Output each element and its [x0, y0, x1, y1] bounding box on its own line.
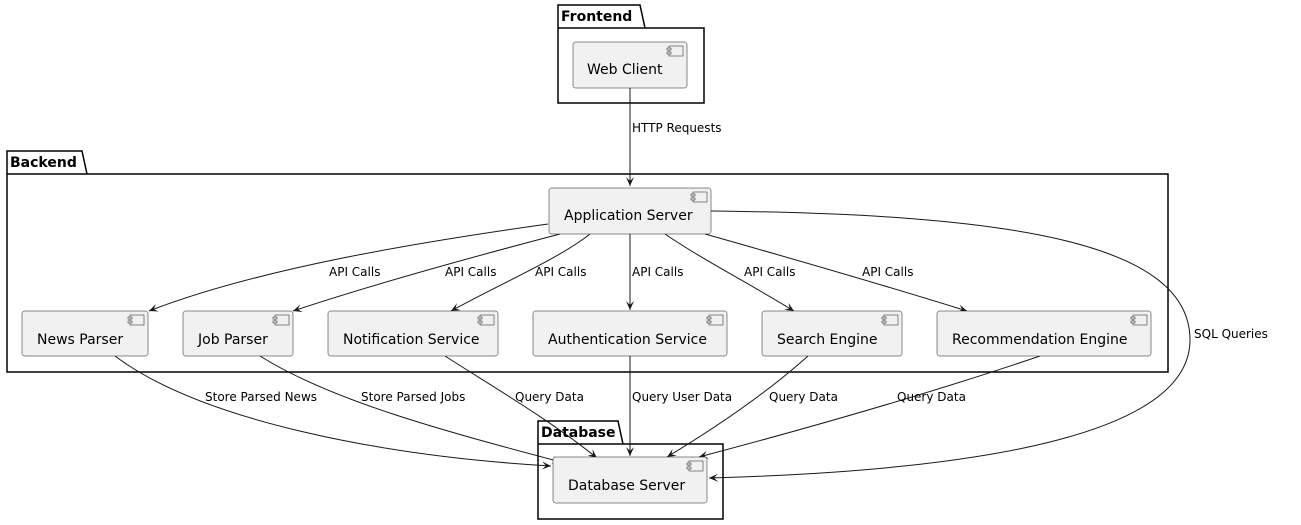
component-application-server-label: Application Server: [564, 208, 693, 224]
component-icon: [666, 45, 684, 57]
package-backend: Backend: [6, 150, 1169, 373]
component-web-client-label: Web Client: [587, 62, 663, 78]
component-icon: [686, 460, 704, 472]
component-recommendation-engine-label: Recommendation Engine: [952, 332, 1127, 348]
edge-query-recommendation: [698, 355, 1041, 459]
component-icon: [1130, 314, 1148, 326]
component-search-engine[interactable]: Search Engine: [761, 310, 903, 357]
edge-store-jobs: [259, 355, 562, 464]
component-authentication-service-label: Authentication Service: [548, 332, 707, 348]
package-frontend-title: Frontend: [561, 9, 632, 25]
edge-sql-queries: [708, 210, 1191, 482]
label-api-recommendation: API Calls: [862, 265, 913, 279]
component-job-parser[interactable]: Job Parser: [182, 310, 294, 357]
label-api-news: API Calls: [329, 265, 380, 279]
edge-store-news: [114, 355, 552, 470]
component-icon: [881, 314, 899, 326]
edge-query-search: [666, 355, 809, 458]
component-job-parser-label: Job Parser: [197, 332, 268, 348]
component-database-server-label: Database Server: [568, 478, 685, 494]
component-icon: [477, 314, 495, 326]
component-icon: [706, 314, 724, 326]
edge-api-news: [148, 223, 549, 312]
label-api-notification: API Calls: [535, 265, 586, 279]
edges: [114, 88, 1191, 482]
component-notification-service-label: Notification Service: [343, 332, 480, 348]
label-query-search: Query Data: [769, 390, 838, 404]
label-query-user-data: Query User Data: [632, 390, 732, 404]
package-database-title: Database: [541, 425, 616, 441]
component-icon: [127, 314, 145, 326]
component-web-client[interactable]: Web Client: [572, 41, 688, 89]
label-query-notification: Query Data: [515, 390, 584, 404]
label-store-news: Store Parsed News: [205, 390, 317, 404]
package-backend-title: Backend: [10, 155, 77, 171]
label-http-requests: HTTP Requests: [632, 121, 722, 135]
component-application-server[interactable]: Application Server: [548, 187, 712, 235]
edge-api-job: [292, 233, 561, 312]
edge-query-notification: [444, 355, 598, 459]
label-store-jobs: Store Parsed Jobs: [361, 390, 465, 404]
component-database-server[interactable]: Database Server: [552, 456, 708, 504]
label-api-search: API Calls: [744, 265, 795, 279]
component-authentication-service[interactable]: Authentication Service: [532, 310, 728, 357]
component-recommendation-engine[interactable]: Recommendation Engine: [936, 310, 1152, 357]
label-api-job: API Calls: [445, 265, 496, 279]
label-query-recommendation: Query Data: [897, 390, 966, 404]
component-news-parser[interactable]: News Parser: [21, 310, 149, 357]
label-sql-queries: SQL Queries: [1194, 327, 1268, 341]
package-frontend: Frontend: [557, 4, 705, 104]
component-news-parser-label: News Parser: [37, 332, 123, 348]
package-database: Database: [537, 420, 724, 520]
component-icon: [272, 314, 290, 326]
edge-api-search: [664, 233, 795, 312]
edge-api-notification: [450, 233, 591, 312]
component-icon: [690, 191, 708, 203]
edge-labels: HTTP Requests API Calls API Calls API Ca…: [205, 121, 1268, 404]
edge-api-recommendation: [704, 233, 968, 313]
label-api-auth: API Calls: [632, 265, 683, 279]
component-notification-service[interactable]: Notification Service: [327, 310, 499, 357]
component-search-engine-label: Search Engine: [777, 332, 878, 348]
